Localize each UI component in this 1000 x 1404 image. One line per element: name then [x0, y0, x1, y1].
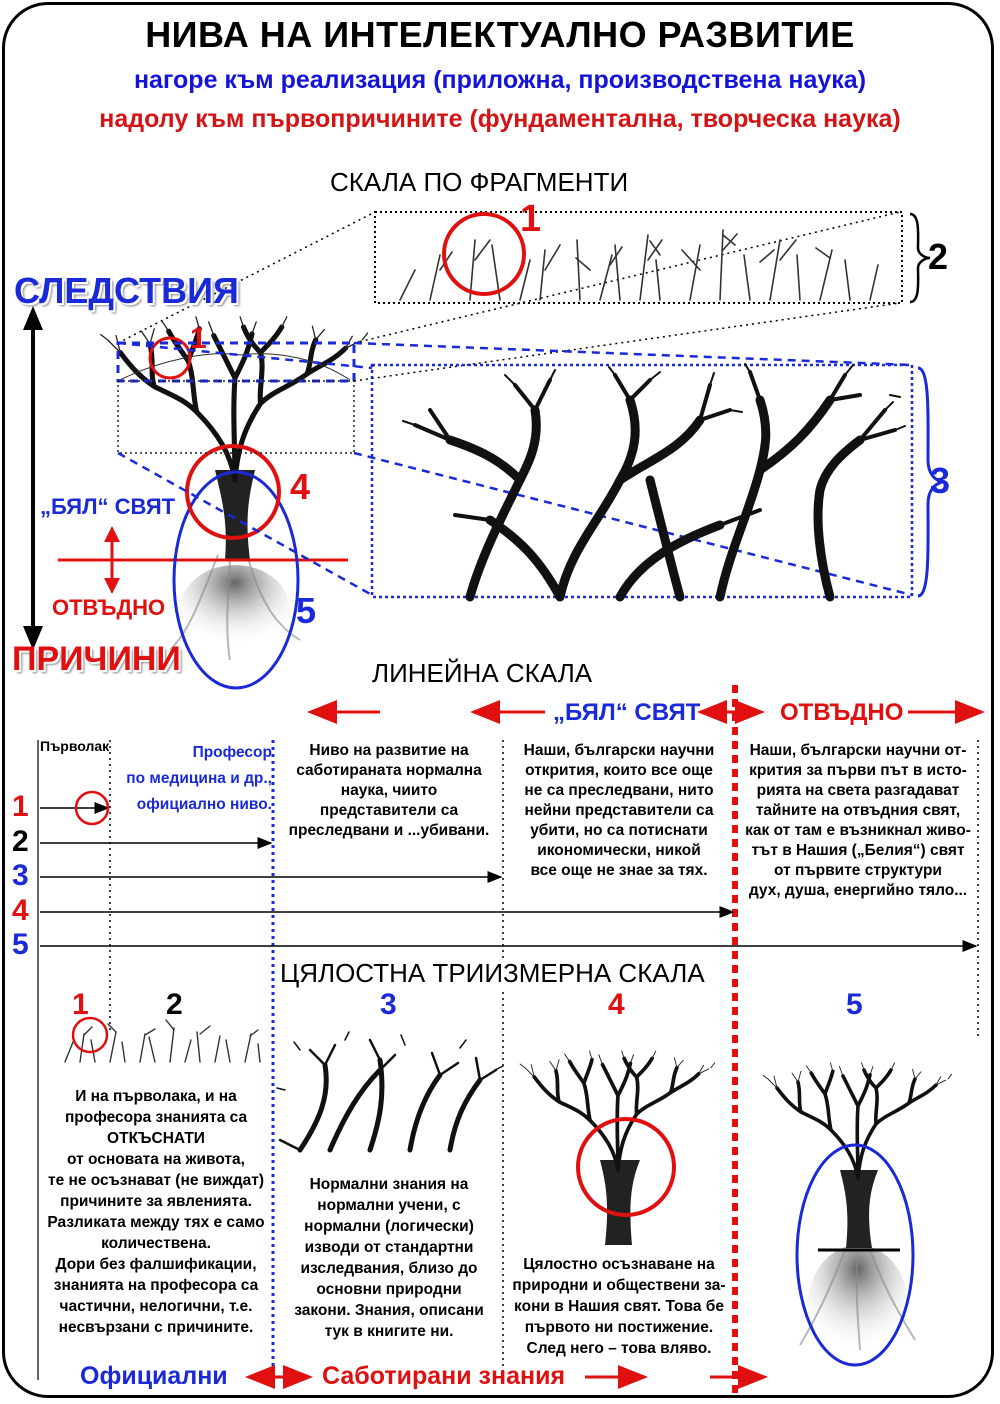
circle-marker-1-large [442, 212, 526, 296]
whole-number-2: 2 [166, 988, 183, 1021]
page-title: НИВА НА ИНТЕЛЕКТУАЛНО РАЗВИТИЕ [145, 14, 855, 55]
subtitle-down: надолу към първопричините (фундаментална… [99, 105, 901, 133]
arrow-up-icon [23, 306, 43, 330]
text-tree-4: Цялостно осъзнаване на природни и общест… [512, 1256, 726, 1357]
brace-2 [909, 212, 931, 304]
level-2: 2 [12, 825, 29, 858]
fragment-3-branches-icon [402, 363, 906, 602]
arrow-down-icon [23, 626, 43, 650]
fragment-scale-heading: СКАЛА ПО ФРАГМЕНТИ [330, 167, 629, 197]
pupil-label: Първолак [40, 738, 110, 754]
whole-scale-heading: ЦЯЛОСТНА ТРИИЗМЕРНА СКАЛА [278, 958, 707, 989]
col4-text: Наши, български научни открития, които в… [523, 742, 715, 879]
circle-marker-1-small [148, 336, 192, 380]
beyond-header: ОТВЪДНО [780, 699, 904, 726]
col5-text: Наши, български научни от- крития за пър… [745, 742, 971, 899]
marker-1-large: 1 [520, 198, 542, 240]
marker-4: 4 [290, 466, 311, 507]
circle-marker-4 [185, 444, 281, 540]
whole-number-3: 3 [380, 988, 397, 1021]
fragment-2-twigs-icon [399, 229, 879, 301]
fragment-box-3 [370, 363, 914, 599]
ellipse-marker-5 [172, 470, 300, 690]
tree-4-icon [519, 1050, 716, 1245]
footer-official: Официални [80, 1362, 228, 1390]
ellipse-marker-tree-5 [795, 1143, 915, 1367]
professor-label: Професор по медицина и др., официално ни… [126, 744, 272, 813]
beyond-label: ОТВЪДНО [52, 595, 166, 620]
level-3: 3 [12, 859, 29, 892]
linear-scale-heading: ЛИНЕЙНА СКАЛА [372, 658, 593, 688]
whole-number-5: 5 [846, 988, 863, 1021]
level-4: 4 [12, 894, 29, 927]
marker-5: 5 [296, 590, 317, 631]
circle-marker-tree-4 [576, 1117, 676, 1217]
brace-3 [917, 366, 948, 598]
tree-5-icon [762, 1062, 953, 1365]
text-tree-3: Нормални знания на нормални учени, с нор… [294, 1176, 484, 1340]
marker-3: 3 [930, 460, 951, 501]
effects-label: СЛЕДСТВИЯ [14, 270, 239, 311]
tree-1-2-twigs-icon [64, 1019, 261, 1063]
col3-text: Ниво на развитие на саботираната нормалн… [288, 742, 490, 839]
level-1: 1 [12, 790, 29, 823]
fragment-box-2 [374, 211, 903, 304]
subtitle-up: нагоре към реализация (приложна, произво… [133, 66, 867, 94]
causes-label: ПРИЧИНИ [12, 640, 181, 678]
whole-number-1: 1 [72, 988, 89, 1021]
white-world-header: „БЯЛ“ СВЯТ [553, 699, 701, 726]
marker-1-small: 1 [190, 322, 207, 355]
white-world-label: „БЯЛ“ СВЯТ [40, 494, 176, 519]
tree-3-crown-icon [276, 1031, 504, 1153]
marker-2: 2 [928, 236, 949, 277]
level-5: 5 [12, 928, 29, 961]
text-trees-1-2: И на първолака, и на професора знанията … [47, 1088, 265, 1336]
whole-number-4: 4 [608, 988, 625, 1021]
footer-sabotaged: Саботирани знания [322, 1362, 566, 1390]
